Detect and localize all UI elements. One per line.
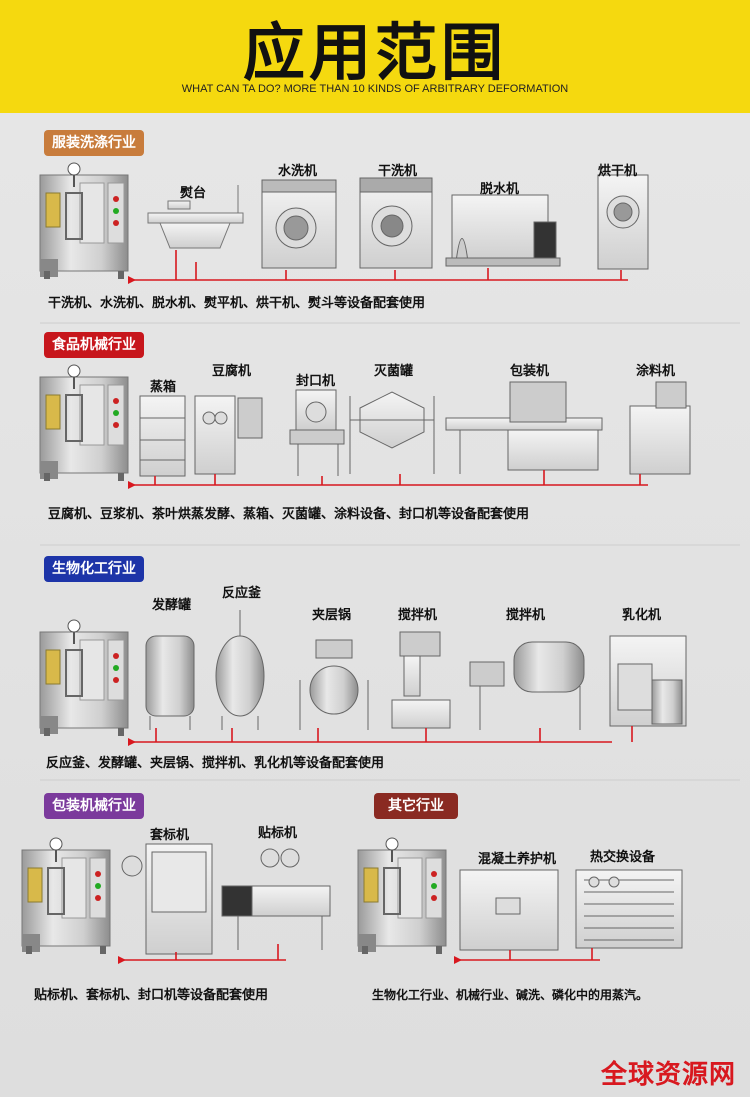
tag-other: 其它行业	[374, 793, 458, 819]
section-description: 贴标机、套标机、封口机等设备配套使用	[34, 988, 269, 1003]
section-description: 生物化工行业、机械行业、碱洗、磷化中的用蒸汽。	[372, 988, 649, 1002]
machine-label: 反应釜	[222, 586, 262, 601]
section-description: 豆腐机、豆浆机、茶叶烘蒸发酵、蒸箱、灭菌罐、涂料设备、封口机等设备配套使用	[48, 507, 530, 522]
machine-label: 热交换设备	[590, 850, 656, 865]
machine-label: 干洗机	[378, 164, 418, 179]
tag-packaging: 包装机械行业	[44, 793, 144, 819]
page-title: 应用范围	[242, 16, 507, 89]
machine-label: 混凝土养护机	[478, 852, 557, 867]
machine-label: 蒸箱	[150, 380, 177, 395]
machine-label: 包装机	[510, 364, 550, 379]
machine-label: 水洗机	[278, 164, 318, 179]
machine-label: 发酵罐	[152, 598, 192, 613]
machine-label: 涂料机	[636, 364, 676, 379]
machine-label: 脱水机	[480, 182, 520, 197]
machine-label: 灭菌罐	[374, 364, 414, 379]
machine-label: 烘干机	[598, 164, 638, 179]
machine-label: 乳化机	[622, 608, 662, 623]
machine-label: 豆腐机	[212, 364, 252, 379]
machine-label: 贴标机	[258, 826, 298, 841]
page-subtitle: WHAT CAN TA DO? MORE THAN 10 KINDS OF AR…	[181, 83, 569, 95]
section-description: 反应釜、发酵罐、夹层锅、搅拌机、乳化机等设备配套使用	[46, 756, 385, 771]
machine-label: 夹层锅	[312, 608, 352, 623]
machine-label: 搅拌机	[506, 608, 546, 623]
tag-laundry: 服装洗涤行业	[44, 130, 144, 156]
machine-label: 封口机	[296, 374, 336, 389]
section-description: 干洗机、水洗机、脱水机、熨平机、烘干机、熨斗等设备配套使用	[48, 296, 426, 311]
machine-label: 套标机	[150, 828, 190, 843]
watermark: 全球资源网	[600, 1060, 736, 1090]
header-banner: 应用范围 WHAT CAN TA DO? MORE THAN 10 KINDS …	[0, 0, 750, 113]
machine-label: 熨台	[180, 186, 207, 201]
machine-label: 搅拌机	[398, 608, 438, 623]
tag-bio: 生物化工行业	[44, 556, 144, 582]
tag-food: 食品机械行业	[44, 332, 144, 358]
